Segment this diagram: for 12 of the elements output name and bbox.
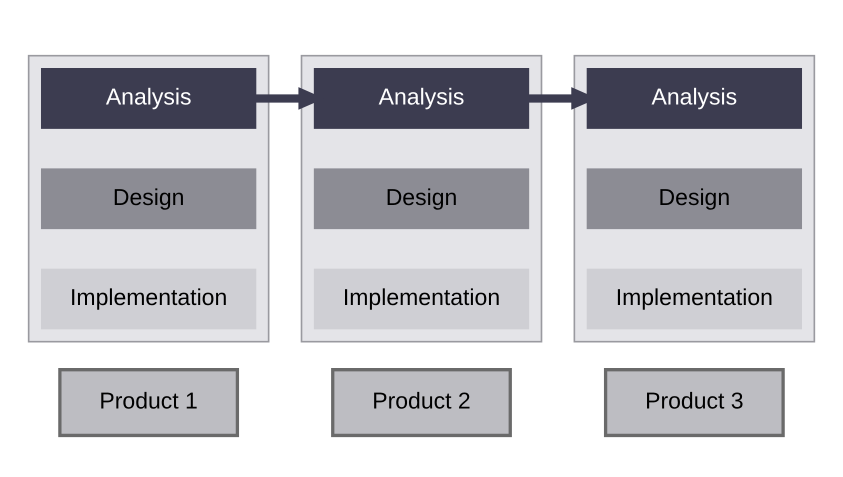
node-box: Design: [586, 168, 802, 229]
node-box: Analysis: [586, 68, 802, 128]
node-box: Design: [40, 168, 256, 229]
node-box: Product 1: [58, 368, 240, 437]
node-box: Product 3: [604, 368, 785, 437]
cluster: [28, 54, 270, 342]
node-box: Analysis: [314, 68, 530, 128]
node-box: Product 2: [331, 368, 512, 437]
cluster: [300, 54, 542, 342]
node-box: Analysis: [40, 68, 256, 128]
node-box: Design: [314, 168, 530, 229]
cluster: [574, 54, 816, 342]
